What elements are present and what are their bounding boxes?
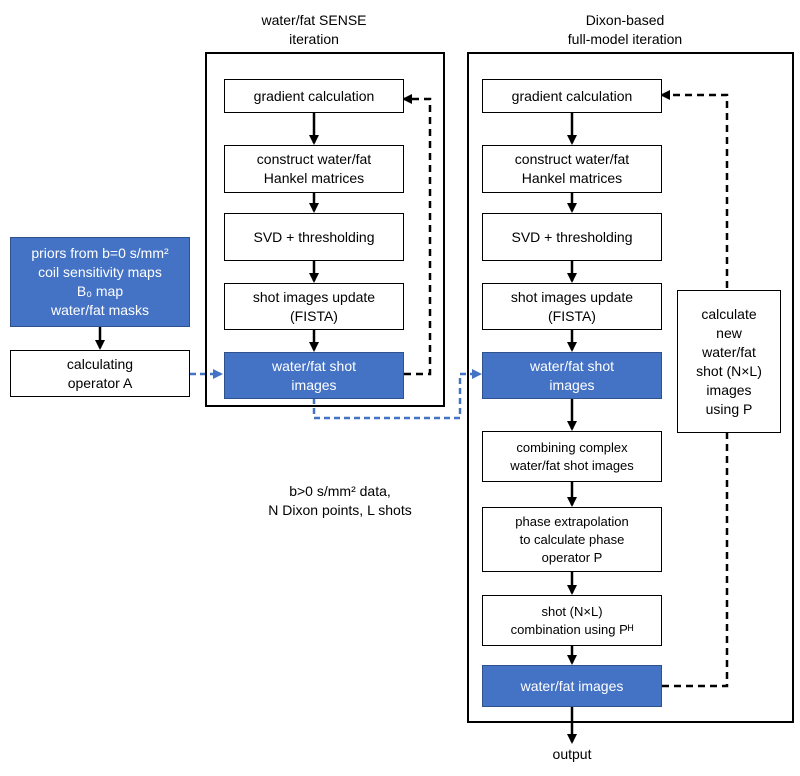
dixon-title: Dixon-based full-model iteration xyxy=(567,12,683,47)
calculate-new-box: calculate new water/fat shot (N×L) image… xyxy=(677,290,781,433)
output-label: output xyxy=(552,746,592,762)
sense-svd-box: SVD + thresholding xyxy=(224,213,404,261)
dixon-shot-combination-box: shot (N×L)combination using Pᴴ xyxy=(482,595,662,646)
sense-gradient-box: gradient calculation xyxy=(224,79,404,113)
dixon-phase-box: phase extrapolation to calculate phase o… xyxy=(482,507,662,572)
priors-box: priors from b=0 s/mm² coil sensitivity m… xyxy=(10,237,190,327)
dashed-sense-to-dixon xyxy=(312,369,482,420)
dixon-frame xyxy=(467,52,794,723)
dixon-images-box: water/fat images xyxy=(482,665,662,707)
sense-frame xyxy=(205,52,445,407)
dashed-loop-dixon xyxy=(662,433,729,688)
data-note: b>0 s/mm² data, N Dixon points, L shots xyxy=(268,483,412,518)
sense-update-box: shot images update(FISTA) xyxy=(224,283,404,330)
dixon-svd-box: SVD + thresholding xyxy=(482,213,662,261)
dashed-calc-to-gradient xyxy=(660,90,729,288)
dixon-update-box: shot images update(FISTA) xyxy=(482,283,662,330)
dashed-loop-sense xyxy=(402,94,432,376)
sense-title: water/fat SENSE iteration xyxy=(261,12,367,47)
dixon-gradient-box: gradient calculation xyxy=(482,79,662,113)
